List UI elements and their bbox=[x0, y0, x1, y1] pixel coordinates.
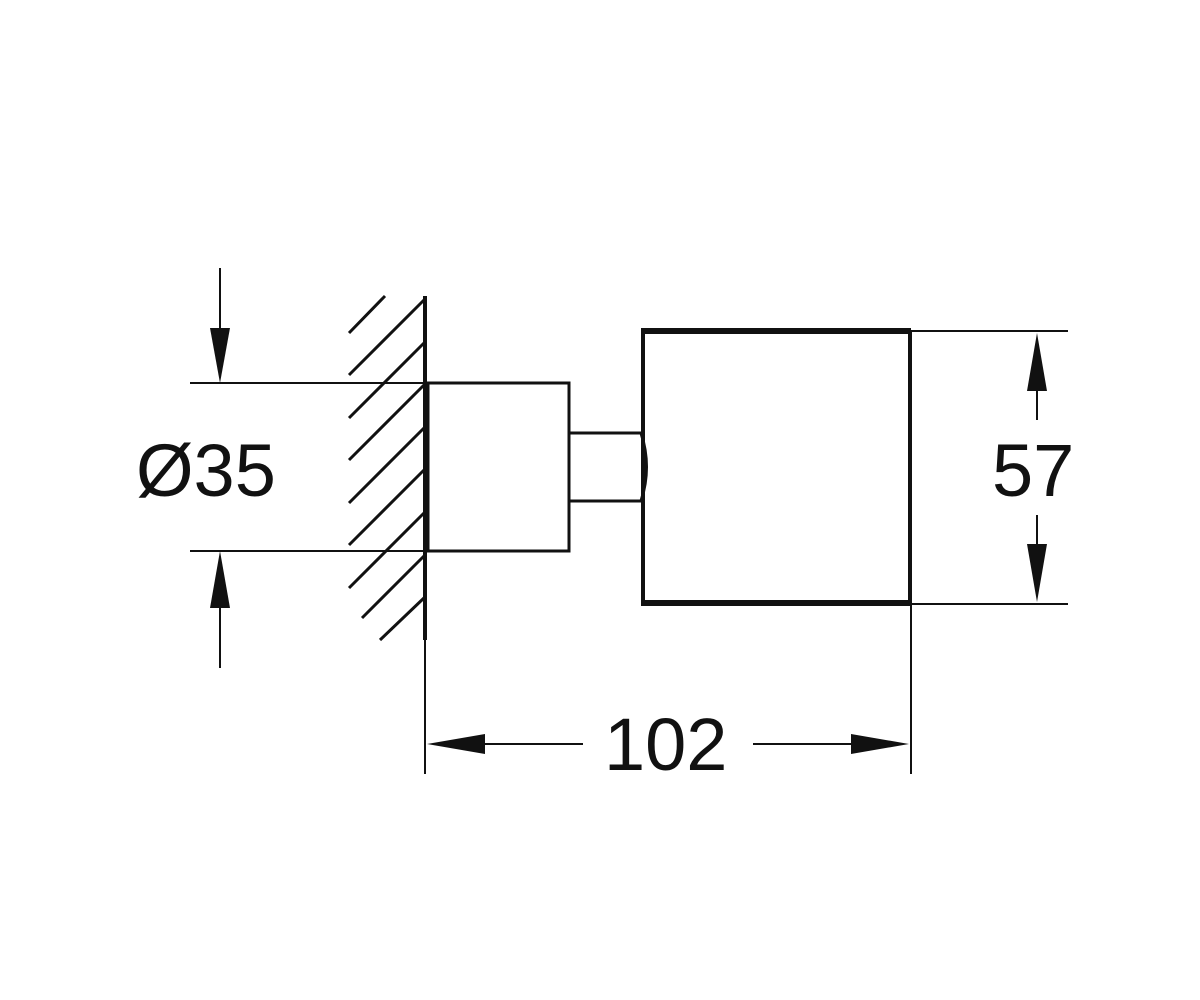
arrow-up-icon bbox=[1027, 333, 1047, 391]
arrow-down-icon bbox=[1027, 544, 1047, 602]
wall-rosette bbox=[426, 381, 571, 553]
arrow-up-icon bbox=[210, 551, 230, 608]
wall-hatching bbox=[347, 294, 427, 642]
wall bbox=[347, 294, 427, 642]
arrow-right-icon bbox=[851, 734, 909, 754]
diameter-label: Ø35 bbox=[136, 429, 276, 512]
length-dimension bbox=[424, 604, 912, 774]
length-label: 102 bbox=[604, 703, 727, 786]
diameter-dimension bbox=[190, 268, 425, 668]
arrow-left-icon bbox=[427, 734, 485, 754]
connector-stem bbox=[567, 383, 648, 551]
height-dimension bbox=[911, 330, 1068, 605]
arrow-down-icon bbox=[210, 328, 230, 383]
height-label: 57 bbox=[992, 429, 1074, 512]
holder-body bbox=[641, 328, 912, 606]
